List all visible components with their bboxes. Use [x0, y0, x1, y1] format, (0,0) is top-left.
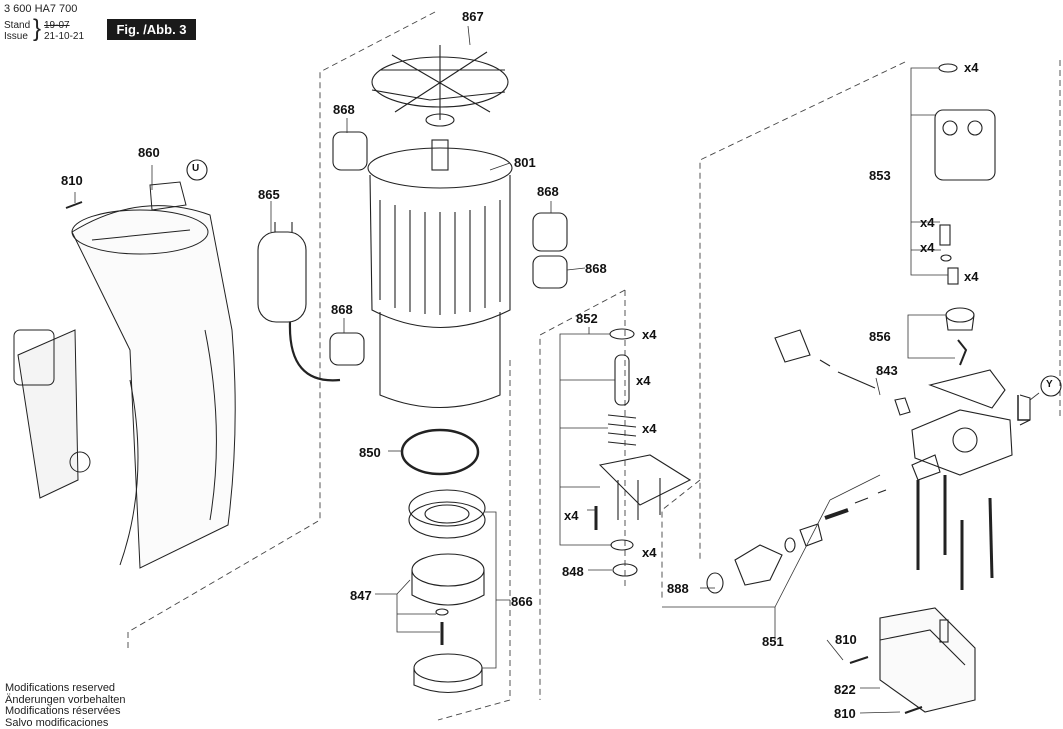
quantity-853-c: x4: [964, 269, 979, 284]
quantity-852-seal: x4: [642, 545, 657, 560]
figure-label: Fig. /Abb. 3: [107, 19, 196, 40]
quantity-852-spring: x4: [642, 421, 657, 436]
part-label-843: 843: [876, 363, 898, 378]
part-label-853: 853: [869, 168, 891, 183]
quantity-852-screw: x4: [564, 508, 579, 523]
part-label-852: 852: [576, 311, 598, 326]
notice-de: Änderungen vorbehalten: [5, 693, 126, 706]
bushing-parts: [329, 131, 568, 366]
part-label-810-top: 810: [61, 173, 83, 188]
base-part: [849, 607, 976, 714]
part-label-860: 860: [138, 145, 160, 160]
cam-part: [411, 553, 485, 645]
part-label-848: 848: [562, 564, 584, 579]
reference-circle-y: [1040, 375, 1062, 397]
part-label-810-base-top: 810: [835, 632, 857, 647]
pump-head-part: [774, 329, 1031, 481]
issue-label: Issue: [4, 31, 28, 42]
wobble-plate-part: [408, 489, 486, 539]
part-label-856: 856: [869, 329, 891, 344]
bearing-part: [413, 653, 483, 693]
part-label-801: 801: [514, 155, 536, 170]
capacitor-part: [257, 222, 341, 382]
part-label-868-top: 868: [333, 102, 355, 117]
notice-en: Modifications reserved: [5, 682, 116, 694]
part-label-868-left: 868: [331, 302, 353, 317]
piston-group-part: [594, 328, 692, 577]
leader-lines: [74, 25, 1040, 714]
notice-fr: Modifications réservées: [5, 705, 121, 717]
quantity-853-b: x4: [920, 240, 935, 255]
pump-housing-part: [13, 181, 236, 569]
valve-block-part: [934, 63, 996, 285]
stand-label: Stand: [4, 20, 31, 31]
part-label-868-right-top: 868: [537, 184, 559, 199]
reference-circle-u: [186, 159, 208, 181]
part-label-851: 851: [762, 634, 784, 649]
issue-date: 21-10-21: [44, 31, 85, 42]
inlet-fitting-part: [706, 489, 887, 594]
reference-marker-u: U: [192, 163, 200, 174]
motor-part: [367, 139, 513, 409]
part-label-866: 866: [511, 594, 533, 609]
modifications-notice: Modifications reserved Änderungen vorbeh…: [5, 682, 126, 729]
quantity-853-a: x4: [920, 215, 935, 230]
part-label-822: 822: [834, 682, 856, 697]
clip-part: [1017, 395, 1030, 421]
part-label-888: 888: [667, 581, 689, 596]
stand-date: 19-07: [44, 20, 70, 31]
part-label-868-right: 868: [585, 261, 607, 276]
part-label-865: 865: [258, 187, 280, 202]
quantity-852-ring: x4: [642, 327, 657, 342]
fan-part: [371, 45, 509, 127]
screw-810-part: [65, 201, 83, 209]
o-ring-part: [400, 428, 480, 476]
head-screw-parts: [916, 475, 994, 590]
quantity-853-top: x4: [964, 60, 979, 75]
part-label-850: 850: [359, 445, 381, 460]
part-label-810-base-bottom: 810: [834, 706, 856, 721]
document-number: 3 600 HA7 700: [4, 3, 78, 15]
notice-es: Salvo modificaciones: [5, 716, 109, 729]
valve-part: [945, 307, 975, 366]
brace-symbol: }: [33, 15, 42, 42]
part-label-867: 867: [462, 9, 484, 24]
part-label-847: 847: [350, 588, 372, 603]
reference-marker-y: Y: [1046, 379, 1053, 390]
quantity-852-pin: x4: [636, 373, 651, 388]
